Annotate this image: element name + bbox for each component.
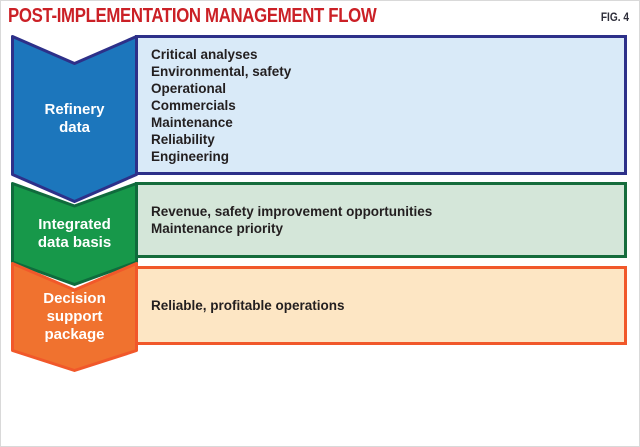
chevron-decision-support-package [11,262,138,372]
box-item: Maintenance priority [151,221,284,236]
box-item: Maintenance [151,114,233,130]
box-item: Reliable, profitable operations [151,298,345,313]
figure-number: FIG. 4 [600,12,629,24]
box-item: Operational [151,80,227,96]
box-integrated-data-items: Revenue, safety improvement opportunitie… [135,182,627,258]
box-item: Revenue, safety improvement opportunitie… [151,204,433,219]
box-decision-support-items: Reliable, profitable operations [135,266,627,345]
figure-title: POST-IMPLEMENTATION MANAGEMENT FLOW [8,5,377,27]
box-item: Environmental, safety [151,63,292,79]
box-refinery-data-items: Critical analyses Environmental, safety … [135,35,627,175]
box-item: Critical analyses [151,46,258,62]
box-item: Commercials [151,97,236,113]
box-item: Engineering [151,148,230,164]
chevron-refinery-data [11,35,138,203]
box-item: Reliability [151,131,215,147]
